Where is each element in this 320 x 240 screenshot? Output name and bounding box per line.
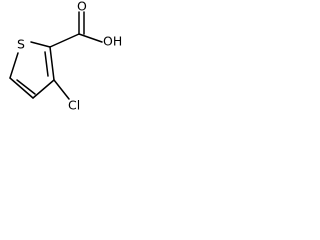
bond-c3-c2 [49,46,55,81]
atom-label-hydroxyl: OH [103,34,122,49]
atom-label-sulfur: S [17,37,25,52]
atom-label-chlorine: Cl [68,98,80,113]
chemical-structure: S O OH Cl [9,0,122,113]
bond-c3-cl [53,79,70,100]
bond-carboxyl-oh [78,33,103,43]
atom-label-carbonyl-oxygen: O [77,0,87,14]
bond-c2-s [30,41,51,48]
bond-c4-c3 [32,79,55,99]
bond-c3-c2-inner [44,51,49,77]
bond-c2-carboxyl [49,33,80,48]
bond-s-c5 [9,52,19,79]
bond-c5-c4 [9,77,34,99]
bond-c5-c4-inner [16,79,36,95]
